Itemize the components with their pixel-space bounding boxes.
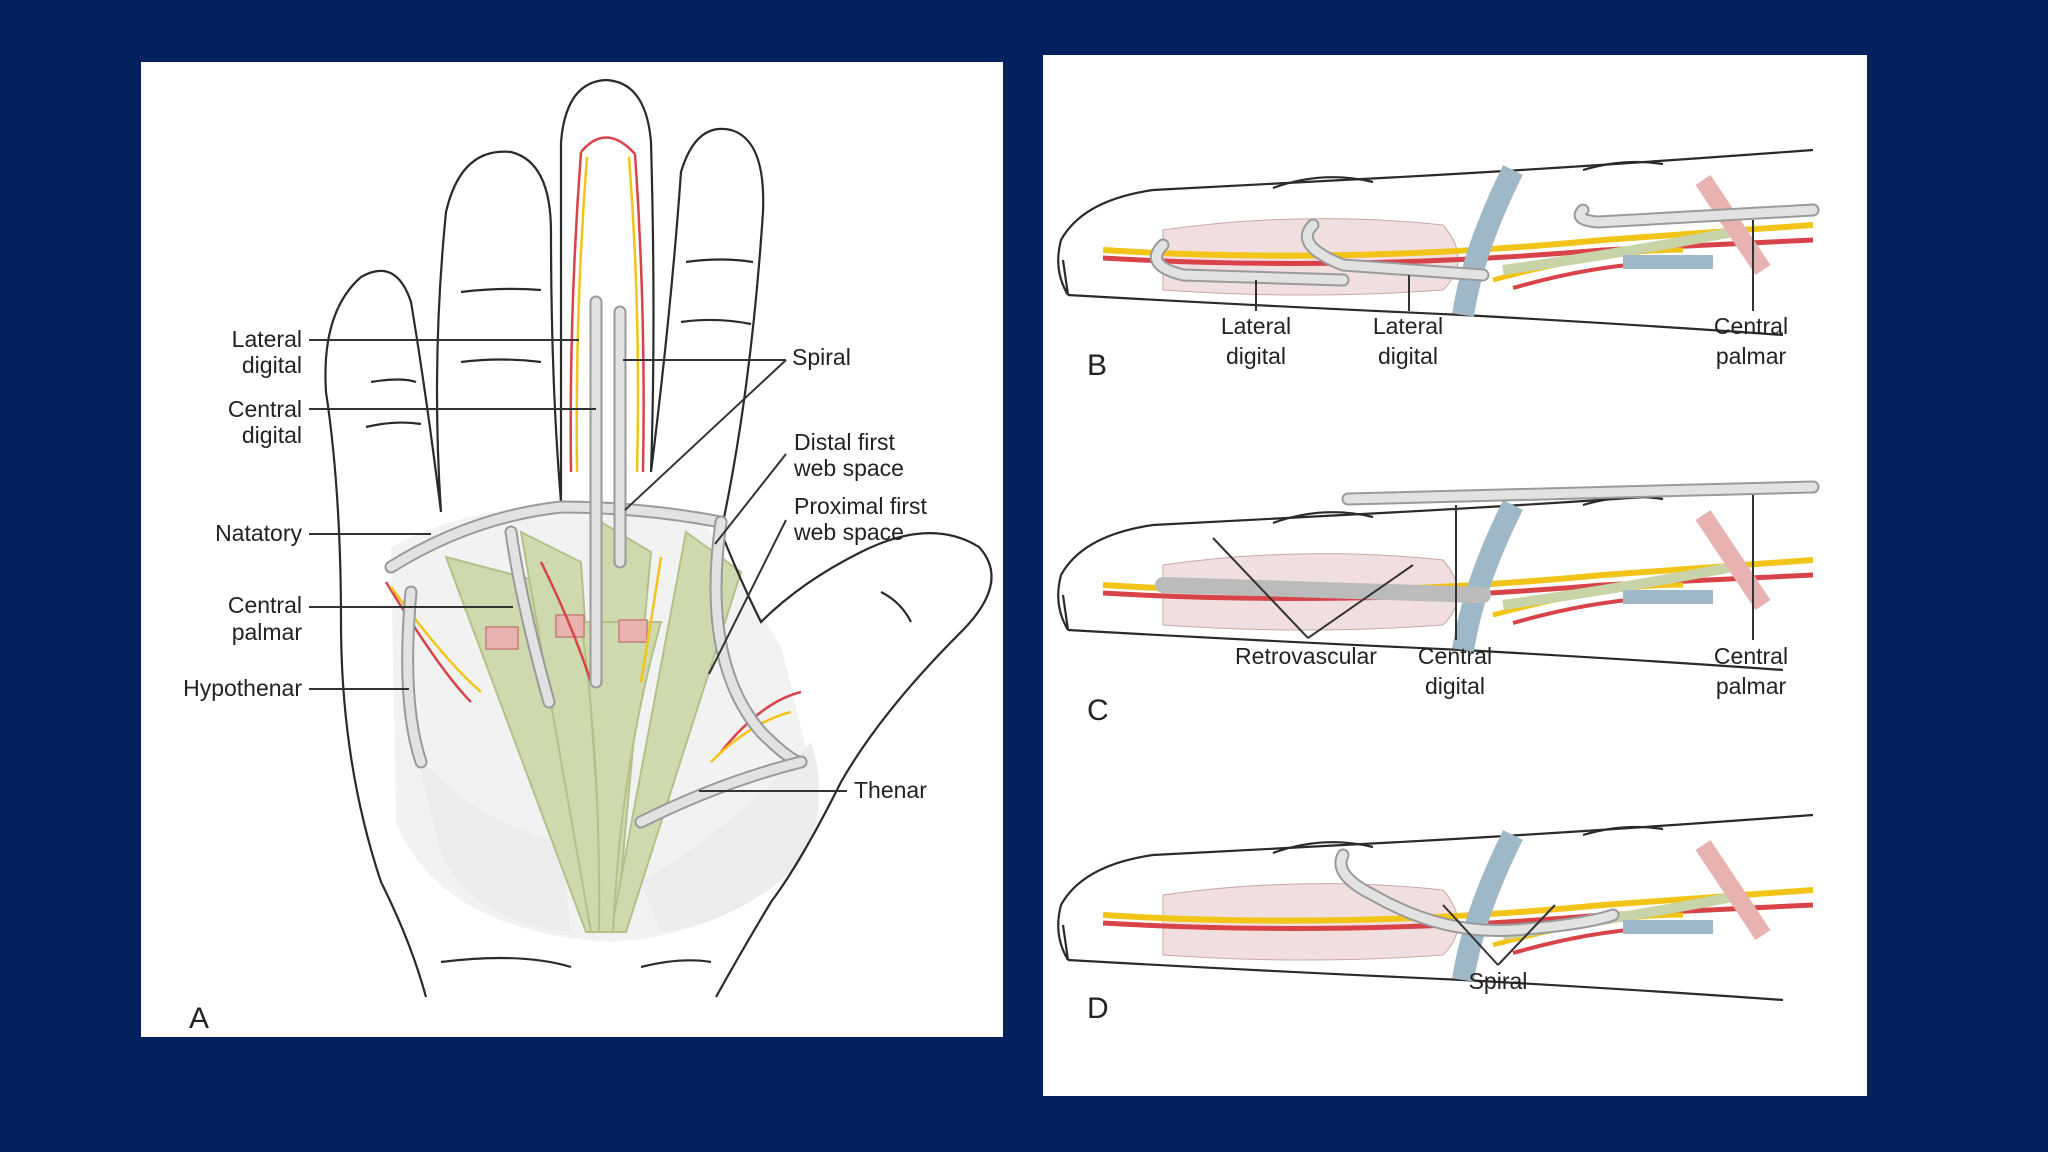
label-b-lateral-digital-b-line2: digital	[1378, 343, 1438, 369]
label-central-digital-line2: digital	[242, 422, 302, 448]
palm-ligaments	[384, 295, 808, 829]
label-d-spiral: Spiral	[1469, 968, 1528, 994]
panel-letter-d: D	[1087, 992, 1109, 1025]
label-thenar: Thenar	[854, 777, 927, 803]
finger-diagram-c	[1058, 485, 1813, 670]
label-c-retrovascular: Retrovascular	[1235, 643, 1377, 669]
palm-vessels-nerves	[384, 556, 802, 763]
label-distal-first-line1: Distal first	[794, 429, 896, 455]
palm-hand-icon: Lateral digital Central digital Natatory…	[183, 78, 993, 1035]
panel-a-leader-lines	[309, 339, 847, 792]
panel-letter-c: C	[1087, 694, 1109, 727]
finger-side-icon: Lateral digital Lateral digital Central …	[1043, 55, 1867, 1025]
label-central-palmar-line1: Central	[228, 592, 302, 618]
label-c-central-digital-line2: digital	[1425, 673, 1485, 699]
pulley-marks	[485, 614, 648, 650]
label-c-central-palmar-line1: Central	[1714, 643, 1788, 669]
label-proximal-first-line2: web space	[793, 519, 904, 545]
label-c-central-digital-line1: Central	[1418, 643, 1492, 669]
label-lateral-digital-line2: digital	[242, 352, 302, 378]
finger-diagram-d	[1058, 815, 1813, 1000]
label-hypothenar: Hypothenar	[183, 675, 302, 701]
finger-diagram-b	[1058, 150, 1813, 335]
label-c-central-palmar-line2: palmar	[1716, 673, 1787, 699]
label-b-lateral-digital-a-line1: Lateral	[1221, 313, 1291, 339]
panel-letter-a: A	[189, 1002, 209, 1035]
label-natatory: Natatory	[215, 520, 302, 546]
label-proximal-first-line1: Proximal first	[794, 493, 928, 519]
label-central-palmar-line2: palmar	[232, 619, 303, 645]
label-b-central-palmar-line1: Central	[1714, 313, 1788, 339]
label-spiral: Spiral	[792, 344, 851, 370]
panel-a-palm-diagram: Lateral digital Central digital Natatory…	[141, 62, 1003, 1037]
middle-finger-vessels	[569, 136, 645, 473]
panel-c-leader-lines	[1212, 495, 1754, 640]
label-central-digital-line1: Central	[228, 396, 302, 422]
panel-d-leader-lines	[1442, 904, 1556, 966]
label-lateral-digital-line1: Lateral	[232, 326, 302, 352]
finger-creases	[365, 258, 912, 969]
label-b-lateral-digital-a-line2: digital	[1226, 343, 1286, 369]
panel-b-leader-lines	[1255, 220, 1754, 311]
panel-bcd-finger-diagrams: Lateral digital Lateral digital Central …	[1043, 55, 1867, 1096]
panel-letter-b: B	[1087, 349, 1107, 382]
hand-outline	[324, 78, 993, 998]
label-b-central-palmar-line2: palmar	[1716, 343, 1787, 369]
label-distal-first-line2: web space	[793, 455, 904, 481]
label-b-lateral-digital-b-line1: Lateral	[1373, 313, 1443, 339]
